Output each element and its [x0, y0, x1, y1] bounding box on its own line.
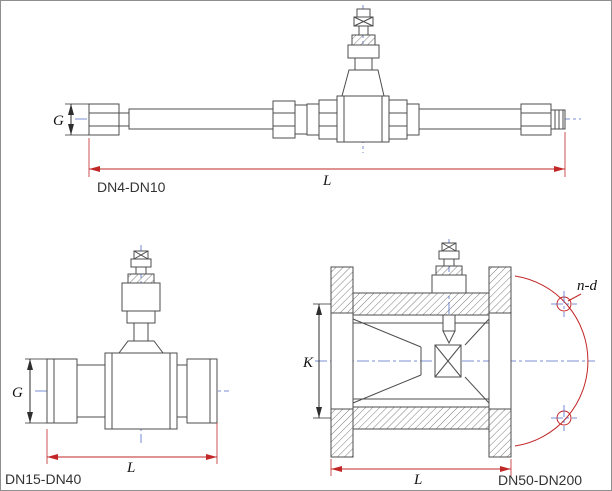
dimension-l: L	[88, 132, 566, 189]
sensor-assembly	[118, 250, 164, 354]
end-fitting-right	[520, 103, 566, 136]
pipe-right	[418, 108, 522, 130]
view-label-dn50-dn200: DN50-DN200	[498, 472, 582, 488]
pipe-left	[128, 100, 308, 139]
dim-label-nd: n-d	[577, 278, 597, 294]
view-dn15-dn40: G L DN15-DN40	[5, 245, 229, 487]
meter-body	[306, 95, 420, 143]
flange-left	[330, 266, 354, 458]
n-d-leader	[567, 293, 582, 302]
view-label-dn4-dn10: DN4-DN10	[97, 179, 166, 195]
dimension-g: G	[53, 103, 89, 136]
dim-label-l: L	[322, 173, 331, 189]
sensor-assembly	[431, 242, 467, 294]
meter-body	[46, 352, 218, 430]
meter-body-section	[352, 292, 490, 430]
dim-label-l: L	[413, 472, 422, 488]
view-dn50-dn200: n-d K L DN50-DN200	[302, 239, 597, 488]
sensor-assembly	[341, 8, 385, 97]
dim-label-l: L	[126, 460, 135, 476]
dimension-k: K	[302, 303, 331, 419]
view-dn4-dn10: G L DN4-DN10	[53, 5, 581, 195]
bolt-circle: n-d	[514, 275, 597, 447]
dimension-g: G	[12, 358, 47, 424]
dimension-l: L	[330, 459, 512, 488]
dim-label-g: G	[53, 113, 64, 129]
view-label-dn15-dn40: DN15-DN40	[5, 471, 81, 487]
dim-label-g: G	[12, 385, 23, 401]
end-fitting-left	[88, 103, 130, 136]
bolt-circle-arc	[514, 275, 589, 447]
dim-label-k: K	[302, 355, 314, 371]
flange-right	[488, 266, 512, 458]
dimension-l: L	[46, 423, 218, 476]
